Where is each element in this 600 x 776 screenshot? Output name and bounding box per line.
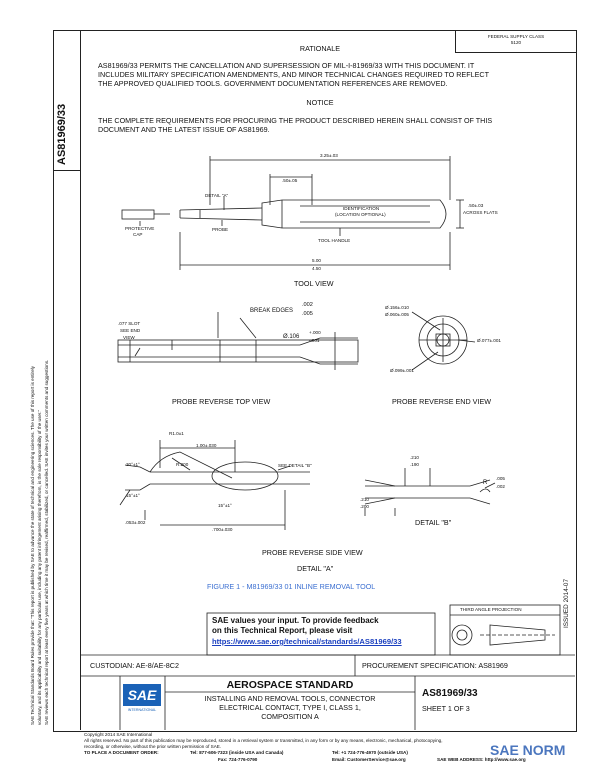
figure-caption: FIGURE 1 - M81969/33 01 INLINE REMOVAL T…: [207, 582, 376, 591]
detail-b-r2: .002: [496, 484, 505, 489]
detail-b-b1: .210: [360, 497, 369, 502]
footer-tel: Tel: 877-606-7323 (inside USA and Canada…: [190, 750, 284, 755]
side-r1: R1.0±1: [169, 431, 184, 436]
feedback-line-1: SAE values your input. To provide feedba…: [212, 616, 379, 625]
protective-cap-label-2: CAP: [133, 232, 143, 237]
notice-heading: NOTICE: [306, 98, 334, 107]
sae-logo: SAE: [123, 684, 161, 706]
rationale-line-2: INCLUDES MILITARY SPECIFICATION AMENDMEN…: [98, 70, 489, 79]
detail-a-caption: DETAIL "A": [297, 564, 334, 573]
length-dim-1: 5.00: [312, 258, 321, 263]
issued-date-vertical: ISSUED 2014-07: [563, 578, 570, 628]
side-700: .700±.030: [212, 527, 233, 532]
end-dia-099: Ø.099±.001: [390, 368, 414, 373]
footer-email: Email: CustomerService@sae.org: [332, 757, 406, 762]
footer-fax: Fax: 724-776-0790: [218, 757, 258, 762]
stamp-line-2: 5120: [510, 40, 522, 45]
footer-web: SAE WEB ADDRESS: http://www.sae.org: [437, 757, 526, 762]
slot-label: .077 SLOT: [118, 321, 141, 326]
footer-rights: All rights reserved. No part of this pub…: [84, 738, 443, 743]
feedback-line-2: on this Technical Report, please visit: [212, 626, 353, 635]
rationale-line-1: AS81969/33 PERMITS THE CANCELLATION AND …: [98, 61, 475, 70]
watermark: SAE NORM: [490, 742, 566, 758]
probe-dia: Ø.106: [283, 334, 300, 340]
doc-number: AS81969/33: [422, 688, 478, 699]
end-dia-077: Ø.077±.001: [477, 338, 501, 343]
aerospace-standard: AEROSPACE STANDARD: [226, 679, 354, 691]
protective-cap-label: PROTECTIVE: [125, 226, 155, 231]
title-line-3: COMPOSITION A: [261, 712, 319, 721]
slot-label-2: SEE END: [120, 328, 141, 333]
flats-dim: .50±.03: [468, 203, 484, 208]
side-length: 1.00±.030: [196, 443, 217, 448]
notice-line-2: DOCUMENT AND THE LATEST ISSUE OF AS81969…: [98, 125, 270, 134]
dim-small: .50±.05: [282, 178, 298, 183]
left-strip-separator: [53, 170, 80, 171]
tool-handle-label: TOOL HANDLE: [318, 238, 351, 243]
probe-dia-minus: -.001: [309, 338, 320, 343]
break-edges-bottom: .005: [302, 311, 313, 317]
probe-dia-plus: +.000: [309, 330, 321, 335]
top-view-caption: PROBE REVERSE TOP VIEW: [172, 397, 271, 406]
side-angle-30: 30°±1°: [126, 462, 140, 467]
left-strip-divider: [80, 30, 81, 730]
end-dia-060: Ø.060±.005: [385, 312, 409, 317]
break-edges-label: BREAK EDGES: [250, 308, 294, 314]
rationale-line-3: THE APPROVED QUALIFIED TOOLS. GOVERNMENT…: [98, 79, 448, 88]
custodian: CUSTODIAN: AE-8/AE-8C2: [90, 661, 179, 670]
title-line-2: ELECTRICAL CONTACT, TYPE I, CLASS 1,: [219, 703, 361, 712]
see-detail-b: SEE DETAIL "B": [278, 463, 312, 468]
footer-rights-2: recording, or otherwise, without the pri…: [84, 744, 222, 749]
title-line-1: INSTALLING AND REMOVAL TOOLS, CONNECTOR: [204, 694, 376, 703]
projection-label: THIRD ANGLE PROJECTION: [460, 607, 522, 612]
side-angle-15b: 15°±1°: [218, 503, 232, 508]
side-053: .053±.002: [125, 520, 146, 525]
identification-label: IDENTIFICATION: [343, 206, 380, 211]
footer-copyright: Copyright 2014 SAE International: [84, 732, 153, 737]
detail-b-r1: .005: [496, 476, 505, 481]
detail-b-a2: .190: [410, 462, 419, 467]
footer-order: TO PLACE A DOCUMENT ORDER:: [84, 750, 159, 755]
dim-overall-top: 3.25±.03: [320, 153, 338, 158]
end-view-caption: PROBE REVERSE END VIEW: [392, 397, 492, 406]
detail-a-callout: DETAIL "A": [205, 193, 229, 198]
stamp-line-1: FEDERAL SUPPLY CLASS: [487, 34, 545, 39]
procurement-spec: PROCUREMENT SPECIFICATION: AS81969: [362, 661, 508, 670]
supply-class-stamp: FEDERAL SUPPLY CLASS 5120: [455, 30, 576, 53]
detail-b-a1: .210: [410, 455, 419, 460]
side-angle-15a: 15°±1°: [126, 493, 140, 498]
drawing-frame: [53, 30, 577, 732]
identification-location: (LOCATION OPTIONAL): [335, 212, 386, 217]
footer-tel2: Tel: +1 724-776-4970 (outside USA): [332, 750, 408, 755]
sheet-number: SHEET 1 OF 3: [422, 704, 470, 713]
slot-label-3: VIEW: [123, 335, 135, 340]
rationale-heading: RATIONALE: [299, 44, 341, 53]
detail-b-b2: .200: [360, 504, 369, 509]
end-dia-156: Ø.156±.010: [385, 305, 409, 310]
detail-b-caption: DETAIL "B": [415, 518, 452, 527]
probe-label: PROBE: [212, 227, 229, 232]
break-edges-top: .002: [302, 302, 313, 308]
side-view-caption: PROBE REVERSE SIDE VIEW: [262, 548, 363, 557]
notice-line-1: THE COMPLETE REQUIREMENTS FOR PROCURING …: [98, 116, 493, 125]
sae-logo-sub: INTERNATIONAL: [127, 708, 157, 712]
feedback-link[interactable]: https://www.sae.org/technical/standards/…: [212, 637, 402, 646]
length-dim-2: 4.50: [312, 266, 321, 271]
tool-view-caption: TOOL VIEW: [294, 279, 334, 288]
side-r200: R.200: [176, 462, 189, 467]
flats-label: ACROSS FLATS: [463, 210, 498, 215]
detail-b-r: R: [483, 480, 488, 486]
